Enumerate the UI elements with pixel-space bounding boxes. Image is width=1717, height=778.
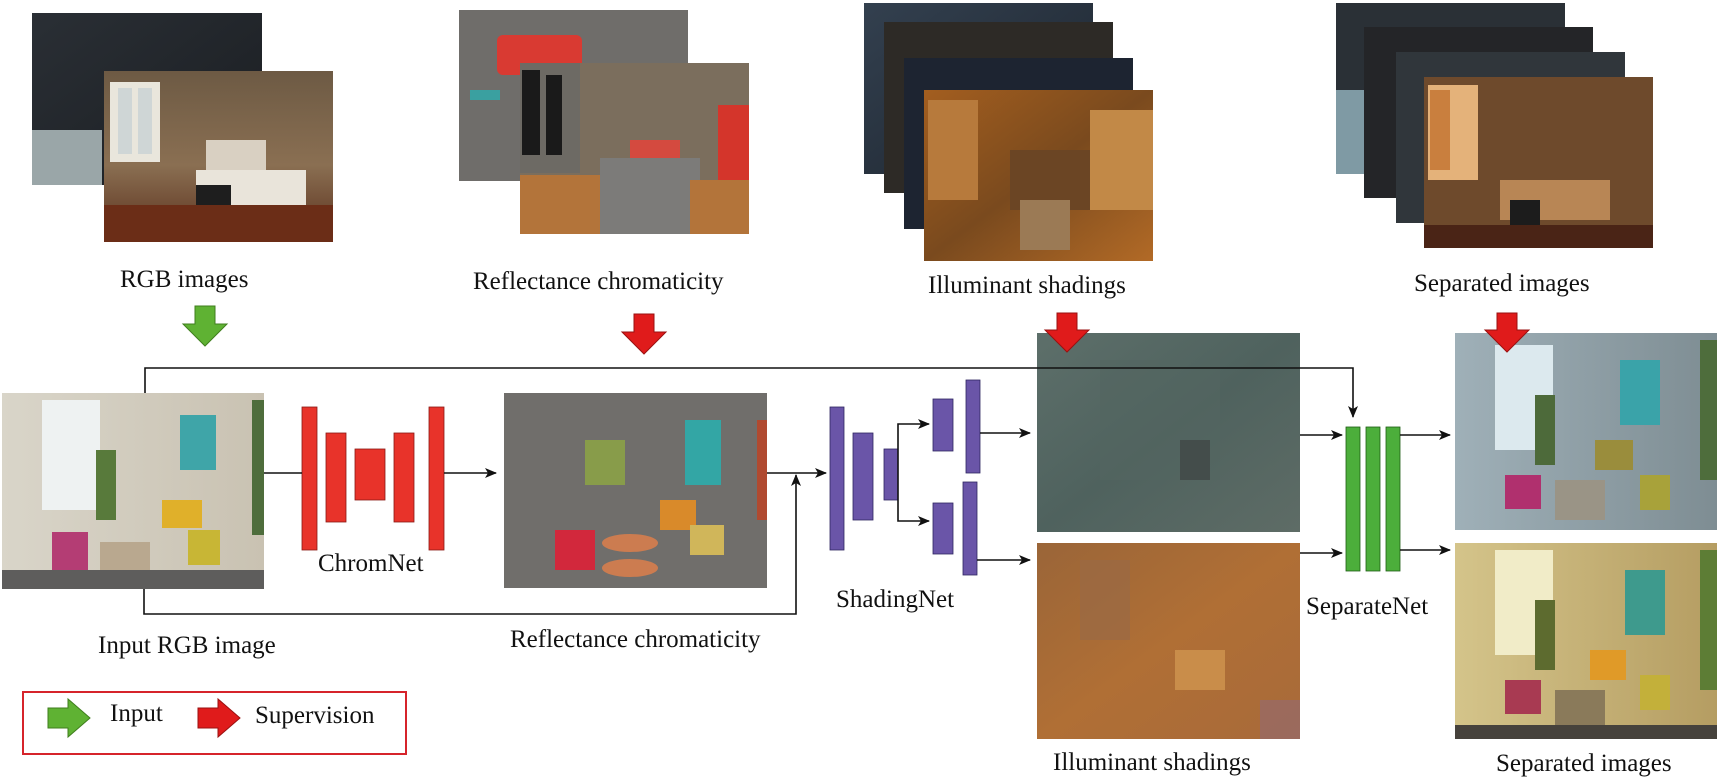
illuminant-shading-top <box>1037 333 1300 532</box>
legend <box>22 691 407 755</box>
rgb-image-back-floor <box>32 130 102 185</box>
separated-image-top <box>1455 333 1717 530</box>
legend-input-arrow-icon <box>47 697 91 739</box>
rgb-image-front <box>104 71 333 242</box>
supervision-arrow-reflectance <box>620 313 668 355</box>
illuminant-shading-bottom <box>1037 543 1300 739</box>
label-reflectance-bottom: Reflectance chromaticity <box>510 626 761 653</box>
label-separatenet: SeparateNet <box>1306 593 1429 620</box>
supervision-arrow-illuminant <box>1043 312 1091 353</box>
input-rgb-image <box>2 393 264 589</box>
input-down-arrow <box>181 305 229 347</box>
separated-stack <box>1336 3 1653 248</box>
rgb-images-stack <box>32 13 333 242</box>
label-illuminant-bottom: Illuminant shadings <box>1053 749 1251 776</box>
chromnet-block <box>301 406 445 551</box>
label-reflectance-top: Reflectance chromaticity <box>473 268 724 295</box>
illuminant-front <box>924 90 1153 261</box>
reflectance-stack <box>459 10 749 234</box>
label-shadingnet: ShadingNet <box>836 586 955 613</box>
connections <box>143 367 1451 615</box>
label-rgb-images: RGB images <box>120 266 249 293</box>
label-input-rgb: Input RGB image <box>98 632 276 659</box>
supervision-arrow-separated <box>1483 312 1531 353</box>
legend-supervision-label: Supervision <box>255 702 375 729</box>
separated-front <box>1424 77 1653 248</box>
separatenet-block <box>1345 426 1401 572</box>
label-separated-bottom: Separated images <box>1496 750 1672 777</box>
label-illuminant-top: Illuminant shadings <box>928 272 1126 299</box>
shadingnet-block <box>829 379 981 576</box>
legend-input-label: Input <box>110 700 163 727</box>
reflectance-output-image <box>504 393 767 588</box>
label-chromnet: ChromNet <box>318 550 424 577</box>
illuminant-stack <box>864 3 1153 261</box>
legend-supervision-arrow-icon <box>197 697 241 739</box>
supervision-arrows <box>620 312 1531 355</box>
reflectance-front <box>520 63 749 234</box>
separated-image-bottom <box>1455 543 1717 739</box>
label-separated-top: Separated images <box>1414 270 1590 297</box>
